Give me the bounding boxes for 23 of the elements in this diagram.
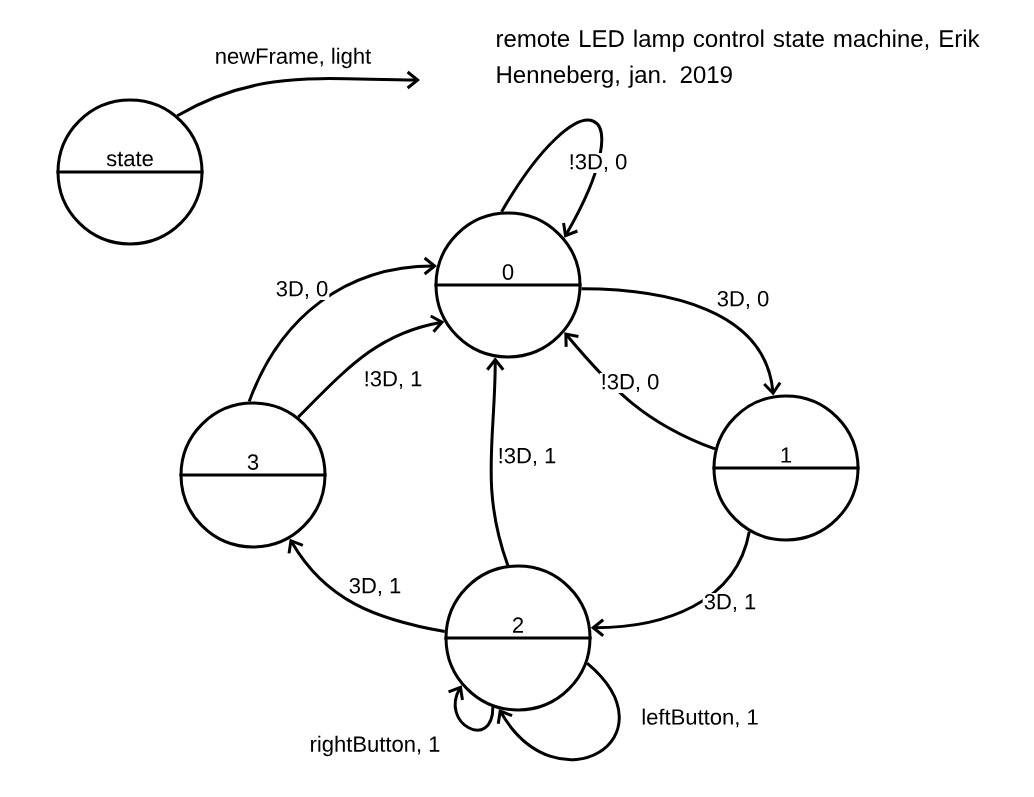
edge-label: rightButton, 1 bbox=[308, 734, 442, 758]
title: remote LED lamp control state machine, Erik Henneberg, jan. 2019 bbox=[497, 29, 980, 88]
arrow bbox=[486, 357, 510, 566]
arrow bbox=[581, 287, 782, 396]
edge-label: 3D, 1 bbox=[702, 592, 758, 614]
arrow bbox=[496, 662, 621, 762]
arrow bbox=[297, 314, 445, 419]
arrow bbox=[176, 70, 420, 117]
arrow bbox=[500, 119, 603, 238]
arrow bbox=[448, 685, 495, 732]
edge-label: !3D, 1 bbox=[496, 446, 558, 468]
edge-label: leftButton, 1 bbox=[640, 707, 760, 729]
edge-label: newFrame, light bbox=[213, 46, 373, 70]
edge-label: 3D, 0 bbox=[274, 279, 330, 301]
arrow bbox=[247, 256, 437, 403]
edge-label: !3D, 0 bbox=[599, 372, 661, 394]
arrow bbox=[287, 538, 446, 634]
edge-label: 3D, 1 bbox=[347, 576, 403, 598]
arrow bbox=[590, 531, 751, 637]
arrow bbox=[564, 332, 716, 451]
edge-label: 3D, 0 bbox=[715, 289, 771, 311]
edge-label: !3D, 1 bbox=[362, 369, 424, 391]
edge-label: !3D, 0 bbox=[567, 152, 629, 174]
